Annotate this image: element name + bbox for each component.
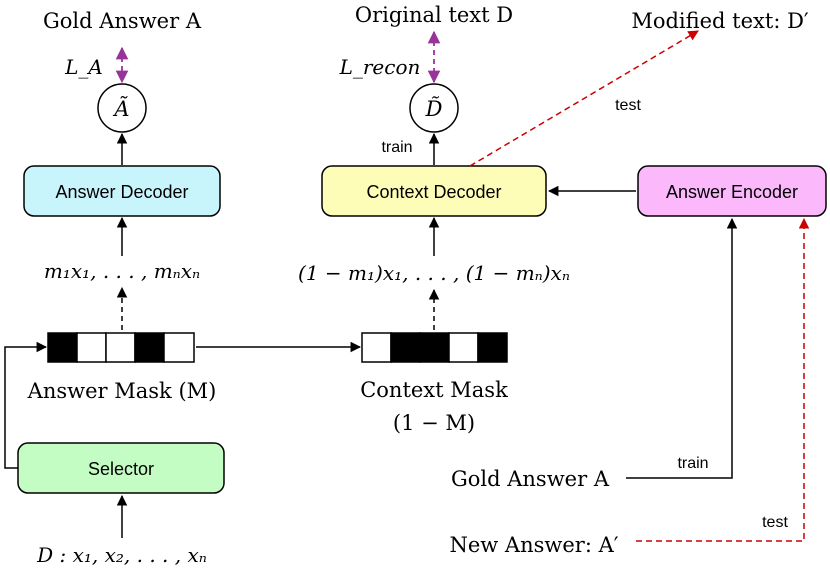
encoder-train-label: train (677, 455, 708, 472)
test-label-bottom: test (762, 514, 788, 531)
test-to-modified-text-arrow (469, 30, 699, 167)
gold-answer-bottom-label: Gold Answer A (451, 467, 610, 491)
context-mask-label-line2: (1 − M) (393, 411, 475, 435)
context-mask-cell (448, 332, 479, 363)
context-mask-cell (419, 332, 450, 363)
masked-context-input-label: (1 − m₁)x₁, . . . , (1 − mₙ)xₙ (298, 261, 570, 285)
answer-mask (47, 332, 195, 363)
test-label-top: test (615, 97, 641, 114)
loss-recon-label: L_recon (339, 55, 421, 79)
answer-mask-cell (47, 332, 78, 363)
answer-mask-cell (105, 332, 136, 363)
context-mask-cell (361, 332, 392, 363)
loss-a-label: L_A (64, 55, 103, 79)
selector-label: Selector (88, 459, 154, 479)
context-train-label: train (381, 139, 412, 156)
answer-encoder-label: Answer Encoder (666, 182, 798, 202)
context-mask (361, 332, 508, 363)
gold-answer-top-label: Gold Answer A (43, 9, 202, 33)
a-tilde-label: Ã (112, 97, 129, 121)
context-mask-label-line1: Context Mask (360, 378, 508, 402)
answer-decoder-label: Answer Decoder (55, 182, 188, 202)
new-answer-to-encoder-arrow (636, 217, 810, 542)
context-decoder-box[interactable] (321, 165, 547, 217)
new-answer-label: New Answer: A′ (449, 533, 618, 557)
masked-answer-input-label: m₁x₁, . . . , mₙxₙ (44, 259, 200, 283)
original-text-label: Original text D (355, 3, 513, 27)
a-tilde-node (97, 83, 147, 133)
answer-mask-cell (134, 332, 165, 363)
gold-answer-to-encoder-arrow (626, 217, 738, 479)
answer-encoder-box[interactable] (637, 165, 827, 217)
answer-decoder-box[interactable] (23, 165, 221, 217)
context-decoder-label: Context Decoder (366, 182, 501, 202)
d-tilde-label: D̃ (425, 97, 443, 121)
answer-mask-cell (163, 332, 195, 363)
document-input-label: D : x₁, x₂, . . . , xₙ (36, 543, 207, 567)
answer-mask-label: Answer Mask (M) (27, 379, 217, 403)
context-mask-cell (477, 332, 508, 363)
selector-to-answer-mask-arrow (4, 341, 48, 469)
modified-text-label: Modified text: D′ (631, 9, 809, 33)
d-tilde-node (409, 83, 459, 133)
answer-mask-cell (76, 332, 107, 363)
context-mask-cell (390, 332, 421, 363)
